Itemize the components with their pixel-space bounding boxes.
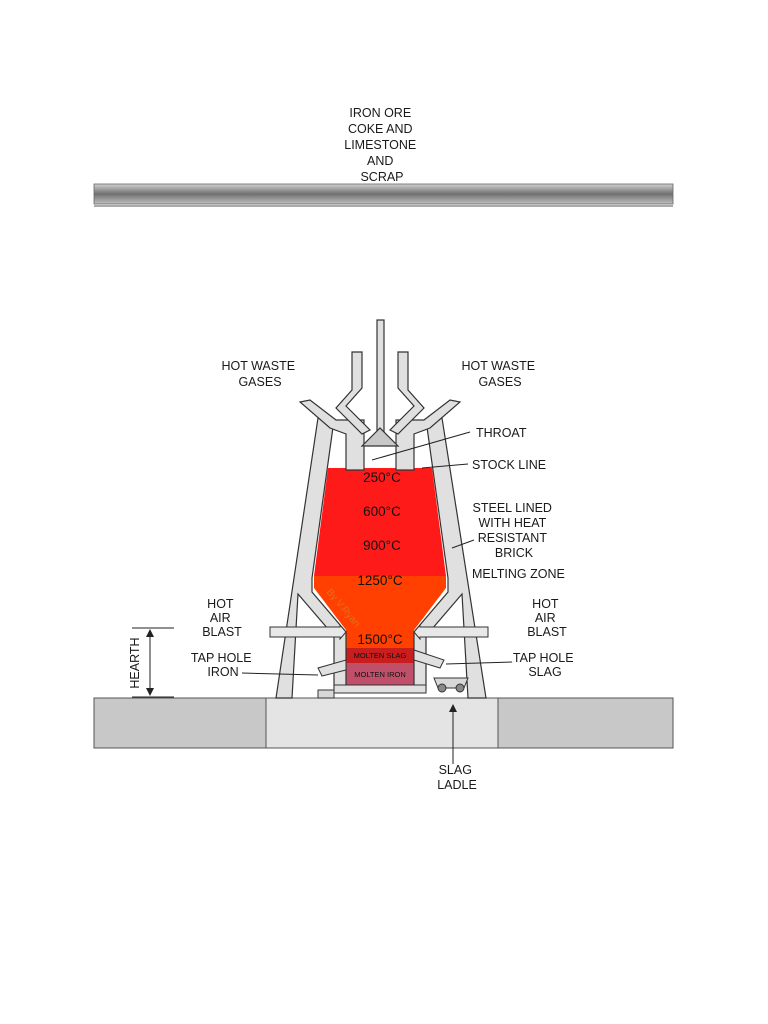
temp-250: 250°C [363,470,401,485]
hearth-base [333,684,427,694]
bell-rod [376,319,385,433]
molten-iron-label: MOLTEN IRON [354,670,406,679]
steel-lined-label: STEEL LINED WITH HEAT RESISTANT BRICK [473,501,556,560]
molten-slag-label: MOLTEN SLAG [354,651,407,660]
hearth-label: HEARTH [128,637,142,688]
stock-line-label: STOCK LINE [472,458,546,472]
air-pipe-right [413,623,489,641]
hot-air-blast-right-label: HOT AIR BLAST [527,597,567,639]
foundation [265,697,499,749]
air-pipe-left [269,623,347,641]
throat-label: THROAT [476,426,527,440]
hot-waste-gases-right-label: HOT WASTE GASES [461,359,538,389]
tap-hole-iron-label: TAP HOLE IRON [191,651,255,679]
charge-label: IRON ORE COKE AND LIMESTONE AND SCRAP [344,106,420,184]
ground-right [497,697,674,749]
tap-hole-slag-label: TAP HOLE SLAG [513,651,577,679]
slag-ladle-label: SLAG LADLE [437,763,477,792]
temp-1250: 1250°C [357,573,402,588]
top-bar [93,183,674,205]
hopper-right [388,351,425,435]
temp-1500: 1500°C [357,632,402,647]
upper-zone [314,468,446,576]
molten-iron-zone [346,663,414,685]
hot-waste-gases-left-label: HOT WASTE GASES [221,359,298,389]
molten-slag-zone [346,648,414,663]
hopper-left [335,351,372,435]
bell [360,427,400,447]
tap-hole-slag-pipe [413,649,445,669]
melting-zone-label: MELTING ZONE [472,567,565,581]
hot-air-blast-left-label: HOT AIR BLAST [202,597,242,639]
melting-zone [314,576,446,648]
tap-hole-iron-pipe [317,659,347,677]
temp-600: 600°C [363,504,401,519]
ground-left [93,697,267,749]
temp-900: 900°C [363,538,401,553]
